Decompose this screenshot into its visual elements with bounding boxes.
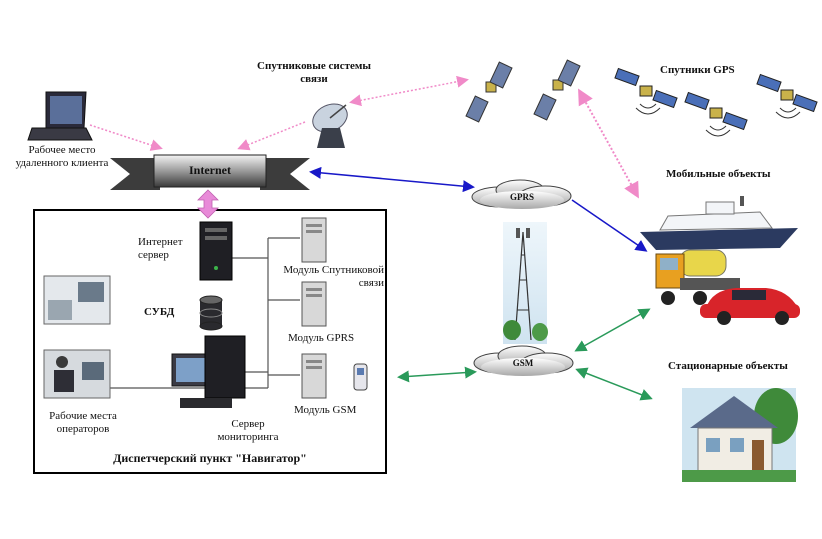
satellite-systems-label: Спутниковые системы связи	[257, 60, 371, 85]
gps-satellites-label: Спутники GPS	[660, 64, 735, 76]
stationary-objects-label: Стационарные объекты	[668, 360, 788, 372]
link-dish-satellites	[349, 75, 469, 107]
laptop-icon	[27, 91, 93, 141]
internet-server-label: Интернет сервер	[138, 236, 183, 261]
link-gsm-mobile	[574, 308, 651, 352]
link-gprs-mobile	[571, 199, 648, 252]
monitoring-server-label: Сервер мониторинга	[217, 418, 279, 443]
operator-icon	[43, 349, 111, 399]
truck-icon	[655, 249, 740, 305]
link-modem-gsm	[397, 366, 477, 383]
modem-icon	[301, 353, 327, 399]
cell-tower-icon	[503, 222, 548, 344]
modem-icon	[301, 281, 327, 327]
dispatch-center-label: Диспетчерский пункт "Навигатор"	[113, 451, 307, 465]
gprs-module-label: Модуль GPRS	[288, 332, 355, 344]
gps-satellite-icon	[684, 91, 748, 137]
internet-label: Internet	[189, 163, 231, 177]
link-gsm-stationary	[575, 367, 653, 401]
workstation-icon	[43, 275, 111, 325]
link-dish-internet	[237, 121, 306, 151]
phone-icon	[353, 363, 368, 391]
internet-dispatch-arrow	[197, 189, 219, 219]
satellite-dish-icon	[312, 103, 348, 148]
gps-satellite-icon	[614, 67, 678, 115]
gprs-cloud	[471, 179, 572, 209]
satellite-icon	[533, 59, 581, 121]
operator-workstations-label: Рабочие места операторов	[49, 410, 117, 435]
internet-banner	[110, 154, 310, 190]
gprs-cloud-label: GPRS	[509, 192, 534, 202]
ship-icon	[640, 196, 798, 250]
satellite-icon	[465, 61, 513, 123]
house-icon	[682, 388, 798, 482]
dbms-label: СУБД	[144, 306, 175, 318]
server-tower-icon	[199, 221, 233, 281]
workstation-icon	[171, 335, 246, 408]
car-icon	[700, 288, 800, 325]
link-satellites-mobile	[578, 88, 639, 199]
mobile-objects-label: Мобильные объекты	[666, 168, 771, 180]
link-internet-gprs	[309, 166, 475, 193]
link-laptop-internet	[89, 124, 163, 151]
gsm-cloud	[473, 345, 574, 376]
remote-client-label: Рабочее место удаленного клиента	[15, 144, 109, 169]
gsm-module-label: Модуль GSM	[294, 404, 357, 416]
satellite-module-label: Модуль Спутниковой связи	[283, 264, 384, 289]
gps-satellite-icon	[756, 73, 818, 119]
gsm-cloud-label: GSM	[512, 358, 534, 368]
modem-icon	[301, 217, 327, 263]
database-icon	[199, 295, 223, 331]
